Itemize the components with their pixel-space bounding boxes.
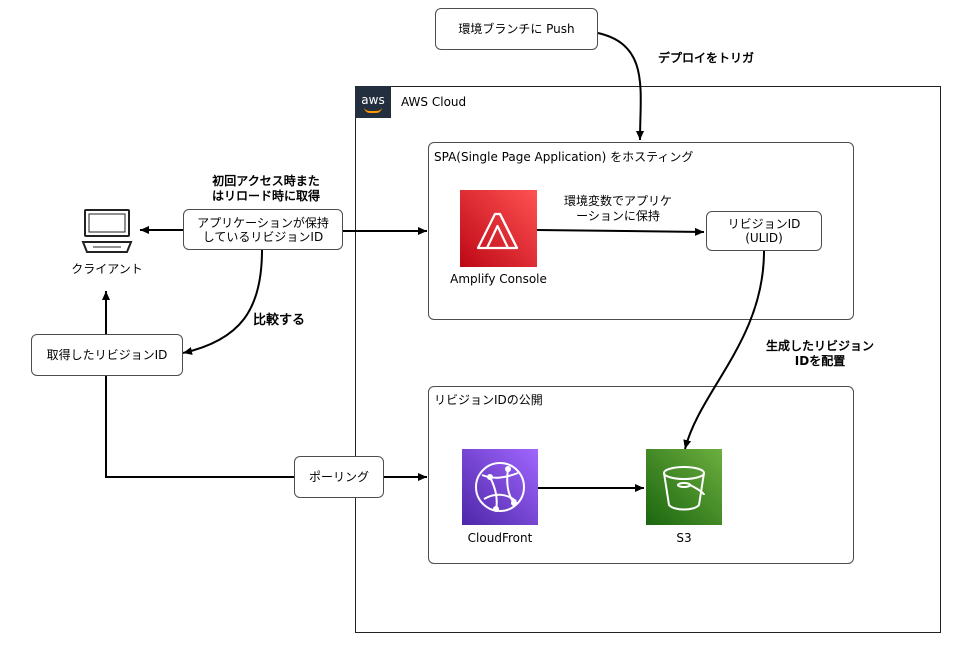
- polling-label: ポーリング: [308, 470, 369, 484]
- env-var-label: 環境変数でアプリケ ーションに保持: [555, 194, 681, 224]
- aws-cloud-label: AWS Cloud: [401, 95, 467, 109]
- edge-compare: [182, 240, 267, 355]
- push-node[interactable]: 環境ブランチに Push: [435, 8, 598, 50]
- fetched-revision-label: 取得したリビジョンID: [46, 348, 168, 362]
- fetched-revision-node[interactable]: 取得したリビジョンID: [31, 334, 183, 376]
- s3-bucket-icon: [646, 449, 722, 525]
- edge-amplify-to-ulid: [527, 225, 705, 236]
- edge-push-to-spa: [597, 32, 645, 141]
- polling-node[interactable]: ポーリング: [294, 456, 384, 498]
- amplify-icon: [460, 190, 537, 267]
- edge-polling-line: [105, 376, 294, 478]
- generated-label: 生成したリビジョン IDを配置: [745, 339, 895, 369]
- aws-logo-icon: aws: [355, 86, 391, 118]
- revision-ulid-label: リビジョンID (ULID): [727, 217, 801, 245]
- app-revision-label: アプリケーションが保持 しているリビジョンID: [197, 215, 329, 244]
- cloudfront-label: CloudFront: [467, 531, 533, 545]
- aws-logo-text: aws: [361, 93, 385, 107]
- spa-hosting-label: SPA(Single Page Application) をホスティング: [434, 150, 694, 164]
- revision-ulid-node[interactable]: リビジョンID (ULID): [706, 211, 822, 251]
- amplify-label: Amplify Console: [450, 272, 547, 286]
- cloudfront-icon: [462, 449, 538, 525]
- trigger-label: デプロイをトリガ: [658, 51, 755, 65]
- client-label: クライアント: [71, 262, 143, 276]
- compare-label: 比較する: [253, 313, 306, 328]
- app-revision-node[interactable]: アプリケーションが保持 しているリビジョンID: [183, 209, 343, 250]
- computer-icon: [81, 208, 133, 254]
- s3-label: S3: [676, 531, 692, 545]
- push-node-label: 環境ブランチに Push: [458, 22, 575, 36]
- revision-publish-label: リビジョンIDの公開: [434, 393, 543, 407]
- first-access-label: 初回アクセス時また はリロード時に取得: [211, 174, 320, 203]
- edge-ulid-to-s3: [683, 250, 765, 450]
